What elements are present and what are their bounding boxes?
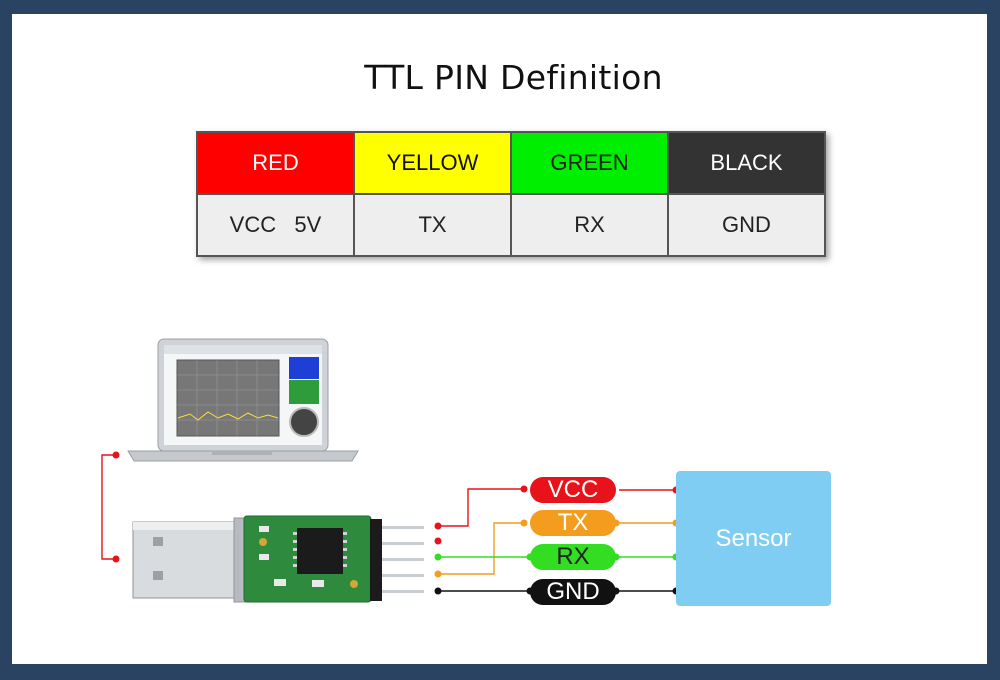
- cell-color-red: RED: [196, 131, 355, 195]
- sensor-module: Sensor: [676, 471, 831, 606]
- pin-definition-table: RED YELLOW GREEN BLACK VCC 5V TX RX GND: [196, 131, 826, 257]
- usb-ttl-board-icon: [243, 515, 424, 603]
- wiring-illustration: [101, 338, 680, 603]
- label-gnd-text: GND: [546, 578, 600, 605]
- table-row-functions: VCC 5V TX RX GND: [196, 193, 826, 257]
- label-tx: TX: [530, 510, 616, 536]
- cell-function-vcc: VCC 5V: [196, 193, 355, 257]
- sensor-label: Sensor: [715, 524, 792, 552]
- wire-vcc: [440, 488, 676, 527]
- label-rx-text: RX: [556, 543, 590, 570]
- cell-function-tx: TX: [353, 193, 512, 257]
- table-row-colors: RED YELLOW GREEN BLACK: [196, 131, 826, 195]
- wire-tx: [440, 522, 676, 575]
- diagram-title: TTL PIN Definition: [364, 58, 663, 97]
- cell-color-green: GREEN: [510, 131, 669, 195]
- label-vcc-text: VCC: [547, 476, 599, 503]
- cell-color-yellow: YELLOW: [353, 131, 512, 195]
- cell-function-rx: RX: [510, 193, 669, 257]
- laptop-icon: [127, 338, 359, 462]
- label-tx-text: TX: [557, 509, 589, 536]
- laptop-usb-link: [101, 451, 120, 563]
- usb-connector-icon: [132, 517, 247, 603]
- cell-function-gnd: GND: [667, 193, 826, 257]
- label-gnd: GND: [530, 579, 616, 605]
- label-rx: RX: [530, 544, 616, 570]
- label-vcc: VCC: [530, 477, 616, 503]
- cell-color-black: BLACK: [667, 131, 826, 195]
- diagram-panel: TTL PIN Definition RED YELLOW GREEN BLAC…: [12, 14, 987, 664]
